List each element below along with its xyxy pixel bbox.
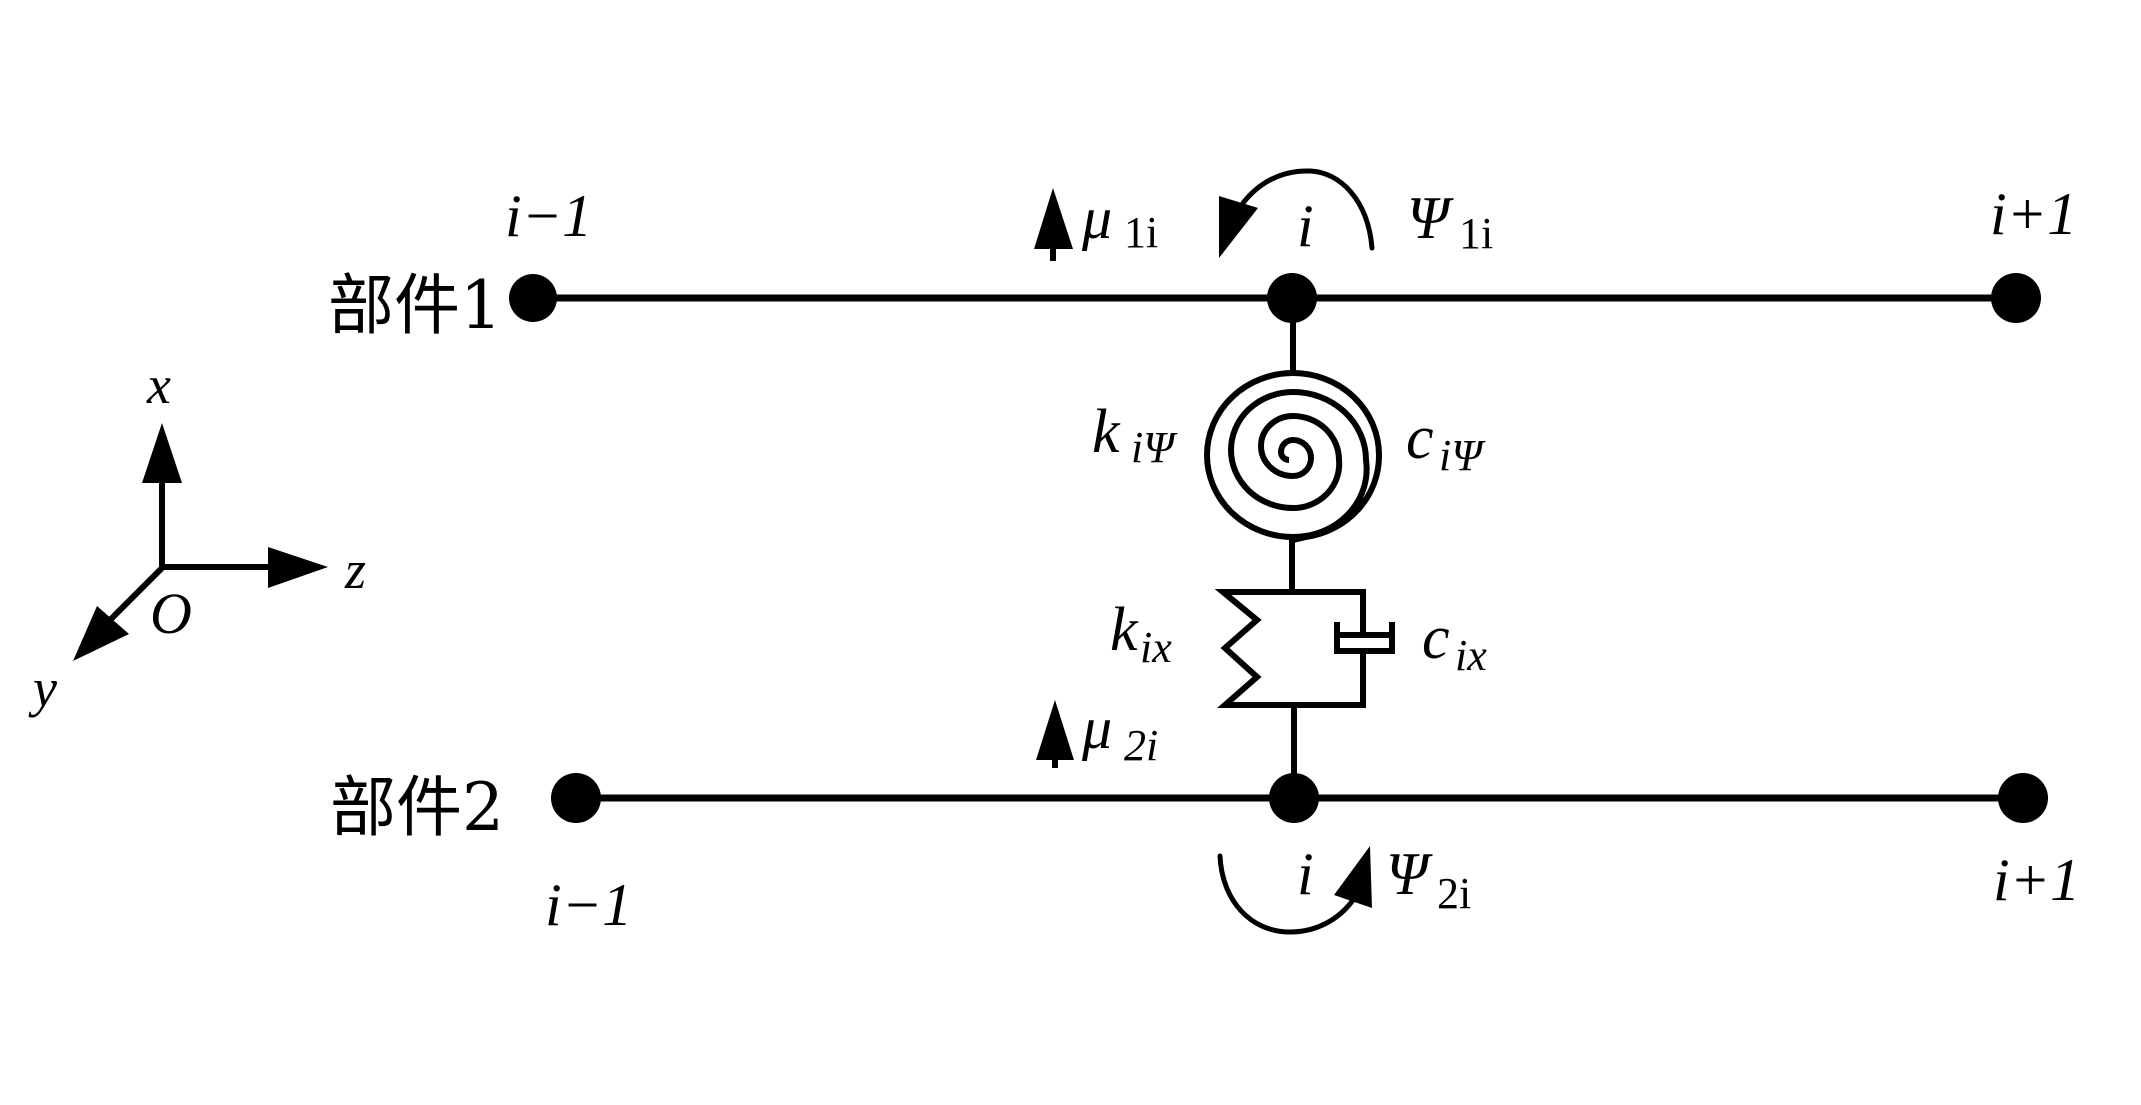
part1-rotation-symbol: Ψ: [1407, 185, 1454, 251]
y-axis-arrowhead-icon: [73, 606, 129, 661]
y-axis-line: [107, 563, 167, 623]
part1-rotation-arc: [1240, 168, 1375, 251]
part2-displacement-indicator: μ 2i: [1036, 695, 1158, 770]
part1-rotation-subscript: 1i: [1459, 209, 1493, 258]
part1-node-center[interactable]: [1267, 273, 1317, 323]
part1-displacement-subscript: 1i: [1124, 208, 1158, 257]
part1-label: 部件1: [328, 267, 502, 344]
linear-spring-zigzag-icon: [1214, 589, 1365, 708]
part2-rotation-arc: [1217, 853, 1356, 935]
part1-node-right[interactable]: [1991, 273, 2041, 323]
rotation-arrowhead-icon: [1219, 196, 1258, 258]
part1-displacement-symbol: μ: [1081, 185, 1112, 251]
part2-node-right[interactable]: [1998, 773, 2048, 823]
part2-node-left[interactable]: [551, 773, 601, 823]
part2-node-center[interactable]: [1269, 773, 1319, 823]
part1-node-left[interactable]: [509, 274, 557, 322]
torsional-damper-subscript: iΨ: [1439, 431, 1486, 480]
coupling-connection: k iΨ c iΨ k ix c ix: [1092, 320, 1487, 778]
up-arrow-icon: [1036, 700, 1074, 760]
part1-displacement-indicator: μ 1i: [1034, 185, 1158, 261]
linear-damper-subscript: ix: [1455, 631, 1487, 680]
part2-label: 部件2: [330, 769, 504, 846]
torsional-spring-symbol: k: [1092, 398, 1121, 466]
part1-node-right-label: i+1: [1990, 181, 2077, 247]
part2-rotation-indicator: Ψ 2i: [1217, 841, 1471, 935]
part2-node-center-label: i: [1297, 841, 1314, 907]
z-axis-arrowhead-icon: [268, 547, 328, 588]
up-arrow-icon: [1034, 188, 1073, 249]
part2-displacement-subscript: 2i: [1124, 721, 1158, 770]
part1-node-center-label: i: [1297, 193, 1314, 259]
linear-spring-subscript: ix: [1140, 623, 1172, 672]
y-axis-label: y: [28, 658, 57, 718]
rotation-arrowhead-icon: [1334, 846, 1372, 908]
torsional-spring-subscript: iΨ: [1131, 423, 1178, 472]
part2-node-right-label: i+1: [1993, 847, 2080, 913]
part1-beam: 部件1 i−1 i i+1 μ 1i Ψ 1i: [328, 168, 2077, 344]
part2-beam: 部件2 i−1 i i+1 μ 2i Ψ 2i: [330, 695, 2080, 938]
z-axis-label: z: [344, 540, 366, 600]
x-axis-arrowhead-icon: [142, 423, 182, 483]
linear-damper-symbol: c: [1422, 604, 1450, 672]
x-axis-label: x: [146, 355, 171, 415]
part2-rotation-subscript: 2i: [1437, 869, 1471, 918]
part2-node-left-label: i−1: [545, 872, 632, 938]
part2-displacement-symbol: μ: [1081, 695, 1112, 761]
part2-rotation-symbol: Ψ: [1386, 841, 1433, 907]
coordinate-axes: x z y O: [28, 355, 366, 718]
origin-label: O: [150, 581, 192, 646]
linear-spring-symbol: k: [1110, 596, 1139, 664]
torsional-damper-symbol: c: [1406, 404, 1434, 472]
part1-rotation-indicator: Ψ 1i: [1219, 168, 1493, 258]
part1-node-left-label: i−1: [505, 183, 592, 249]
torsional-spring-spiral-icon: [1203, 370, 1383, 543]
